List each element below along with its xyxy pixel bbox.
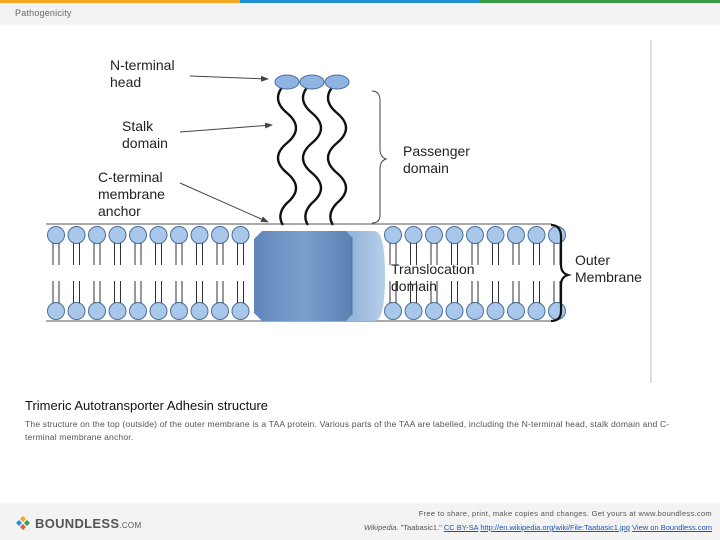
lipid-head-11: [149, 302, 168, 320]
head-bead-2: [299, 74, 325, 90]
footer: BOUNDLESS.COM Free to share, print, make…: [0, 503, 720, 540]
stalk-coil-2: [301, 81, 323, 226]
lipid-head-20: [384, 226, 402, 244]
lipid-head-14: [190, 226, 209, 244]
lipid-head-21: [384, 302, 402, 320]
logo-suffix: .COM: [119, 520, 142, 530]
lipid-head-17: [211, 302, 229, 320]
lipid-head-13: [170, 302, 188, 320]
stalk-coil-3: [326, 81, 348, 226]
head-beads: [274, 74, 350, 90]
lipid-head-37: [548, 302, 566, 320]
lipid-head-34: [527, 226, 546, 244]
translocation-block: [254, 231, 385, 321]
boundless-logo-icon: [16, 516, 30, 530]
lipid-head-15: [190, 302, 209, 320]
lipid-head-1: [47, 302, 65, 320]
lipid-head-9: [129, 302, 147, 320]
lipid-head-8: [129, 226, 147, 244]
lipid-head-33: [507, 302, 525, 320]
lipid-head-36: [548, 226, 566, 244]
lipid-head-10: [149, 226, 168, 244]
lipid-head-29: [466, 302, 484, 320]
lipid-head-31: [486, 302, 505, 320]
lipid-head-2: [67, 226, 86, 244]
lipid-head-0: [47, 226, 65, 244]
lipid-head-26: [445, 226, 464, 244]
lipid-head-7: [108, 302, 127, 320]
stalk-coil-1: [276, 81, 298, 226]
share-notice: Free to share, print, make copies and ch…: [418, 509, 712, 518]
lipid-head-12: [170, 226, 188, 244]
lipid-head-32: [507, 226, 525, 244]
passenger-bracket: [371, 90, 388, 224]
lipid-head-28: [466, 226, 484, 244]
lipid-head-25: [425, 302, 443, 320]
outer-membrane-bracket: [550, 223, 572, 323]
slide-header: Pathogenicity: [0, 3, 720, 25]
lipid-head-6: [108, 226, 127, 244]
boundless-logo[interactable]: BOUNDLESS.COM: [14, 515, 141, 531]
attribution-title: "Taabasic1.": [398, 523, 444, 532]
arrow-stalk: [179, 122, 273, 133]
lipid-head-30: [486, 226, 505, 244]
lipid-bilayer: [47, 226, 566, 320]
accent-orange: [0, 0, 240, 3]
arrow-c-terminal: [179, 182, 269, 223]
lipid-head-27: [445, 302, 464, 320]
caption-title: Trimeric Autotransporter Adhesin structu…: [25, 398, 269, 413]
stalk-coils: [276, 81, 348, 226]
arrow-n-terminal: [189, 75, 269, 82]
lipid-head-18: [231, 226, 250, 244]
lipid-head-16: [211, 226, 229, 244]
head-bead-3: [324, 74, 350, 90]
lipid-head-24: [425, 226, 443, 244]
lipid-head-3: [67, 302, 86, 320]
logo-main: BOUNDLESS: [35, 515, 120, 531]
lipid-head-19: [231, 302, 250, 320]
license-link[interactable]: CC BY-SA: [443, 523, 479, 532]
accent-blue: [240, 0, 480, 3]
view-on-boundless-link[interactable]: View on Boundless.com: [632, 523, 712, 532]
slide-title: Pathogenicity: [15, 8, 72, 18]
lipid-head-35: [527, 302, 546, 320]
source-url-link[interactable]: http://en.wikipedia.org/wiki/File:Taabas…: [480, 523, 630, 532]
label-arrows: [179, 75, 273, 223]
lipid-head-23: [404, 302, 423, 320]
caption-text: The structure on the top (outside) of th…: [25, 419, 670, 442]
logo-text: BOUNDLESS.COM: [35, 516, 141, 531]
lipid-head-22: [404, 226, 423, 244]
lipid-head-4: [88, 226, 106, 244]
lipid-head-5: [88, 302, 106, 320]
attribution-source: Wikipedia.: [364, 523, 399, 532]
top-accent-bar: [0, 0, 720, 3]
attribution: Wikipedia. "Taabasic1." CC BY-SA http://…: [364, 523, 712, 532]
accent-green: [480, 0, 720, 3]
head-bead-1: [274, 74, 300, 90]
